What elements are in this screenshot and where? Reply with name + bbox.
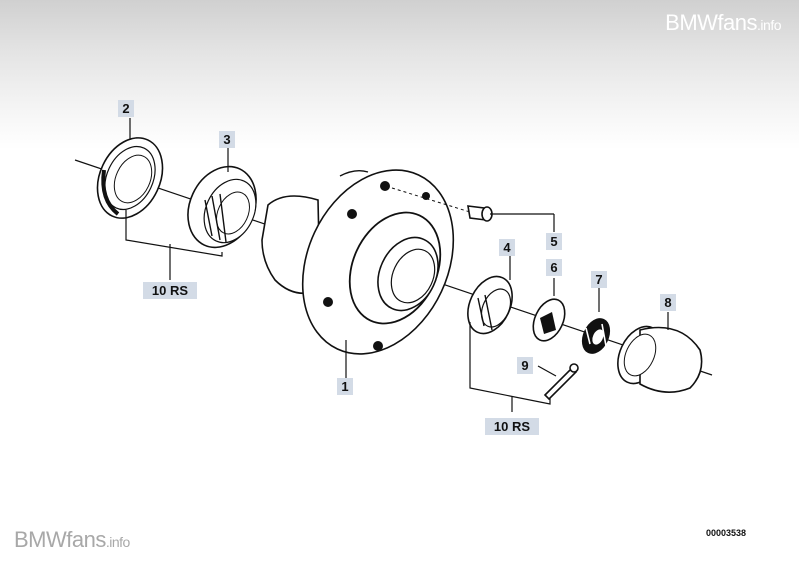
watermark-bottom: BMWfans.info xyxy=(14,527,130,552)
wheel-hub xyxy=(261,169,455,355)
svg-text:7: 7 xyxy=(595,272,602,287)
callout-8: 8 xyxy=(660,294,676,311)
callout-9: 9 xyxy=(517,357,533,374)
watermark-top: BMWfans.info xyxy=(665,10,781,35)
wheel-bearing-inner xyxy=(467,275,513,335)
callout-3: 3 xyxy=(219,131,235,148)
callout-10-rs-right: 10 RS xyxy=(485,418,539,435)
diagram-id: 00003538 xyxy=(706,528,747,538)
castle-nut xyxy=(581,318,611,354)
svg-text:2: 2 xyxy=(122,101,129,116)
svg-text:8: 8 xyxy=(664,295,671,310)
callout-6: 6 xyxy=(546,259,562,276)
callout-1: 1 xyxy=(337,378,353,395)
callout-2: 2 xyxy=(118,100,134,117)
thrust-washer xyxy=(532,298,566,342)
svg-text:1: 1 xyxy=(341,379,348,394)
svg-text:5: 5 xyxy=(550,234,557,249)
grease-cap xyxy=(617,325,703,393)
callout-7: 7 xyxy=(591,271,607,288)
svg-text:4: 4 xyxy=(503,240,511,255)
svg-text:10 RS: 10 RS xyxy=(152,283,188,298)
callout-4: 4 xyxy=(499,239,515,256)
svg-text:6: 6 xyxy=(550,260,557,275)
callout-5: 5 xyxy=(546,233,562,250)
header-gradient xyxy=(0,0,799,150)
cotter-pin xyxy=(543,363,579,401)
callout-10-rs-left: 10 RS xyxy=(143,282,197,299)
svg-text:9: 9 xyxy=(521,358,528,373)
svg-text:10 RS: 10 RS xyxy=(494,419,530,434)
svg-text:3: 3 xyxy=(223,132,230,147)
shaft-seal-ring xyxy=(96,137,164,219)
leader-lines xyxy=(125,118,669,412)
wheel-bearing-outer xyxy=(187,165,257,249)
